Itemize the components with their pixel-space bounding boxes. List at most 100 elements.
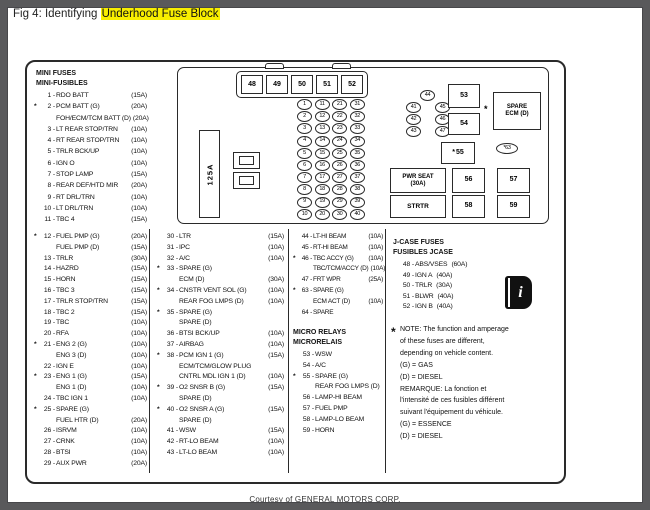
fuse-amperage: (10A) <box>131 438 147 446</box>
fuse-amperage: (15A) <box>131 286 147 294</box>
fuse-row: 56 -LAMP-HI BEAM <box>293 393 383 404</box>
fuse-row: 17 -TRLR STOP/TRN(15A) <box>34 297 147 308</box>
fuse-amperage: (10A) <box>131 448 147 456</box>
fuse-amperage: (15A) <box>131 92 147 99</box>
fuse-circle: 34 <box>349 135 365 147</box>
fuse-label: HAZRD <box>56 265 79 273</box>
fuse-amperage: (30A) <box>436 282 453 289</box>
fuse-label: STOP LAMP <box>56 171 94 179</box>
fuse-label: SPARE (D) <box>179 319 212 327</box>
fuse-number: 31 - <box>166 243 178 251</box>
fuse-circle: 38 <box>349 184 365 196</box>
fuse-label: TBC 3 <box>56 286 75 294</box>
jcase-fuses-header: J-CASE FUSES FUSIBLES JCASE <box>393 238 453 257</box>
fuse-row: 48 -ABS/VSES(60A) <box>393 260 503 271</box>
fuse-label: ENG 3 (D) <box>56 351 87 359</box>
fuse-row: 7 -STOP LAMP(15A) <box>34 169 148 180</box>
fuse-number: 40 - <box>166 405 178 413</box>
fuse-star: * <box>157 286 160 294</box>
fuse-number: 6 - <box>47 159 56 167</box>
fuse-circle: 28 <box>332 184 348 196</box>
fuse-amperage: (10A) <box>268 243 284 251</box>
fuse-label: WSW <box>315 351 332 358</box>
fuse-star: * <box>34 373 37 381</box>
fuse-label: BLWR <box>415 292 434 300</box>
fuse-number: 39 - <box>166 384 178 392</box>
fuse-amperage: (20A) <box>131 182 147 190</box>
fuse-amperage: (15A) <box>131 308 147 316</box>
fuse-number: 23 - <box>43 373 55 381</box>
fuse-circle: 21 <box>332 99 348 110</box>
fuse-number: 53 - <box>302 351 314 358</box>
fuse-star: * <box>157 405 160 413</box>
fuse-list-12-29: *12 -FUEL PMP (G)(20A)FUEL PMP (D)(15A)1… <box>34 232 147 470</box>
fuse-amperage: (25A) <box>368 276 383 284</box>
relay-box-54: 54 <box>448 113 480 135</box>
header-line: MINI FUSES <box>36 70 77 77</box>
fuse-label: O2 SNSR B (G) <box>179 384 226 392</box>
fuse-row: 54 -A/C <box>293 361 383 372</box>
fuse-row: 47 -FRT WPR(25A) <box>293 275 383 286</box>
fuse-label: SPARE (D) <box>179 394 212 402</box>
fuse-circle: 15 <box>314 147 330 159</box>
fuse-amperage: (15A) <box>268 233 284 240</box>
fuse-label: FUEL HTR (D) <box>56 416 99 424</box>
fuse-circle: 14 <box>314 135 330 147</box>
fuse-label: RT DRL/TRN <box>56 193 95 201</box>
fuse-row: 64 -SPARE <box>293 308 383 319</box>
fuse-circle: 3 <box>297 123 312 135</box>
fuse-number: 24 - <box>43 394 55 402</box>
fuse-label: FUEL PMP <box>315 404 348 412</box>
fuse-number: 16 - <box>43 286 55 294</box>
fuse-number: 44 - <box>301 233 312 240</box>
fuse-amperage: (10A) <box>131 362 147 370</box>
fuse-row: *55 -SPARE (G) <box>293 372 383 383</box>
fuse-amperage: (10A) <box>268 340 284 348</box>
fuse-row: 45 -RT-HI BEAM(10A) <box>293 243 383 254</box>
relay-box-59: 59 <box>497 195 530 218</box>
fuse-label: FRT WPR <box>313 276 341 284</box>
search-highlight: Underhood Fuse Block <box>100 8 220 20</box>
fuse-star: * <box>157 265 160 273</box>
fuse-number: 15 - <box>43 276 55 284</box>
fuse-amperage: (40A) <box>436 303 453 310</box>
fuse-number: 58 - <box>302 415 314 423</box>
fuse-list-30-43: 30 -LTR(15A)31 -IPC(10A)32 -A/C(10A)*33 … <box>157 232 284 459</box>
fuse-label: REAR FOG LMPS (D) <box>179 297 244 305</box>
fuse-number: 17 - <box>43 297 55 305</box>
fuse-label: IGN O <box>56 159 75 167</box>
fuse-circle: 32 <box>349 111 365 123</box>
fuse-amperage: (10A) <box>131 340 147 348</box>
fuse-label: TBC 4 <box>56 216 75 224</box>
fuse-amperage: (20A) <box>132 114 149 122</box>
fuse-label: TBC ACCY (G) <box>313 254 354 262</box>
fuse-circle: 44 <box>420 90 435 101</box>
fuse-amperage: (10A) <box>131 193 147 201</box>
fuse-circle: 24 <box>332 135 348 147</box>
fuse-star: * <box>34 405 37 413</box>
fuse-number: 37 - <box>166 340 178 348</box>
fuse-number: 33 - <box>166 265 178 273</box>
fuse-amperage: (15A) <box>268 384 284 392</box>
book-info-glyph: i <box>518 283 523 301</box>
fuse-row: 5 -TRLR BCK/UP(10A) <box>34 146 148 157</box>
fuse-circle: 29 <box>332 196 348 208</box>
figure-title: Fig 4: Identifying Underhood Fuse Block <box>13 8 220 20</box>
fuse-label: FOH/ECM/TCM BATT (D) <box>56 114 131 122</box>
jcase-fuse-box: 50 <box>291 75 313 94</box>
fuse-circle: 9 <box>297 196 312 208</box>
fuse-circle: 31 <box>349 99 365 110</box>
fuse-row: ENG 3 (D)(10A) <box>34 351 147 362</box>
fuse-number: 4 - <box>47 137 56 145</box>
fuse-row: 10 -LT DRL/TRN(10A) <box>34 203 147 214</box>
fuse-label: SPARE (G) <box>56 405 89 413</box>
fuse-label: LT DRL/TRN <box>56 204 94 212</box>
note-line: depending on vehicle content. <box>400 349 494 357</box>
fuse-amperage: (15A) <box>268 427 284 435</box>
fuse-label: SPARE (G) <box>179 308 212 316</box>
fuse-label: WSW <box>179 427 196 435</box>
fuse-row: 53 -WSW <box>293 350 383 361</box>
fuse-circle: 43 <box>406 126 421 138</box>
fuse-amperage: (10A) <box>268 373 284 381</box>
